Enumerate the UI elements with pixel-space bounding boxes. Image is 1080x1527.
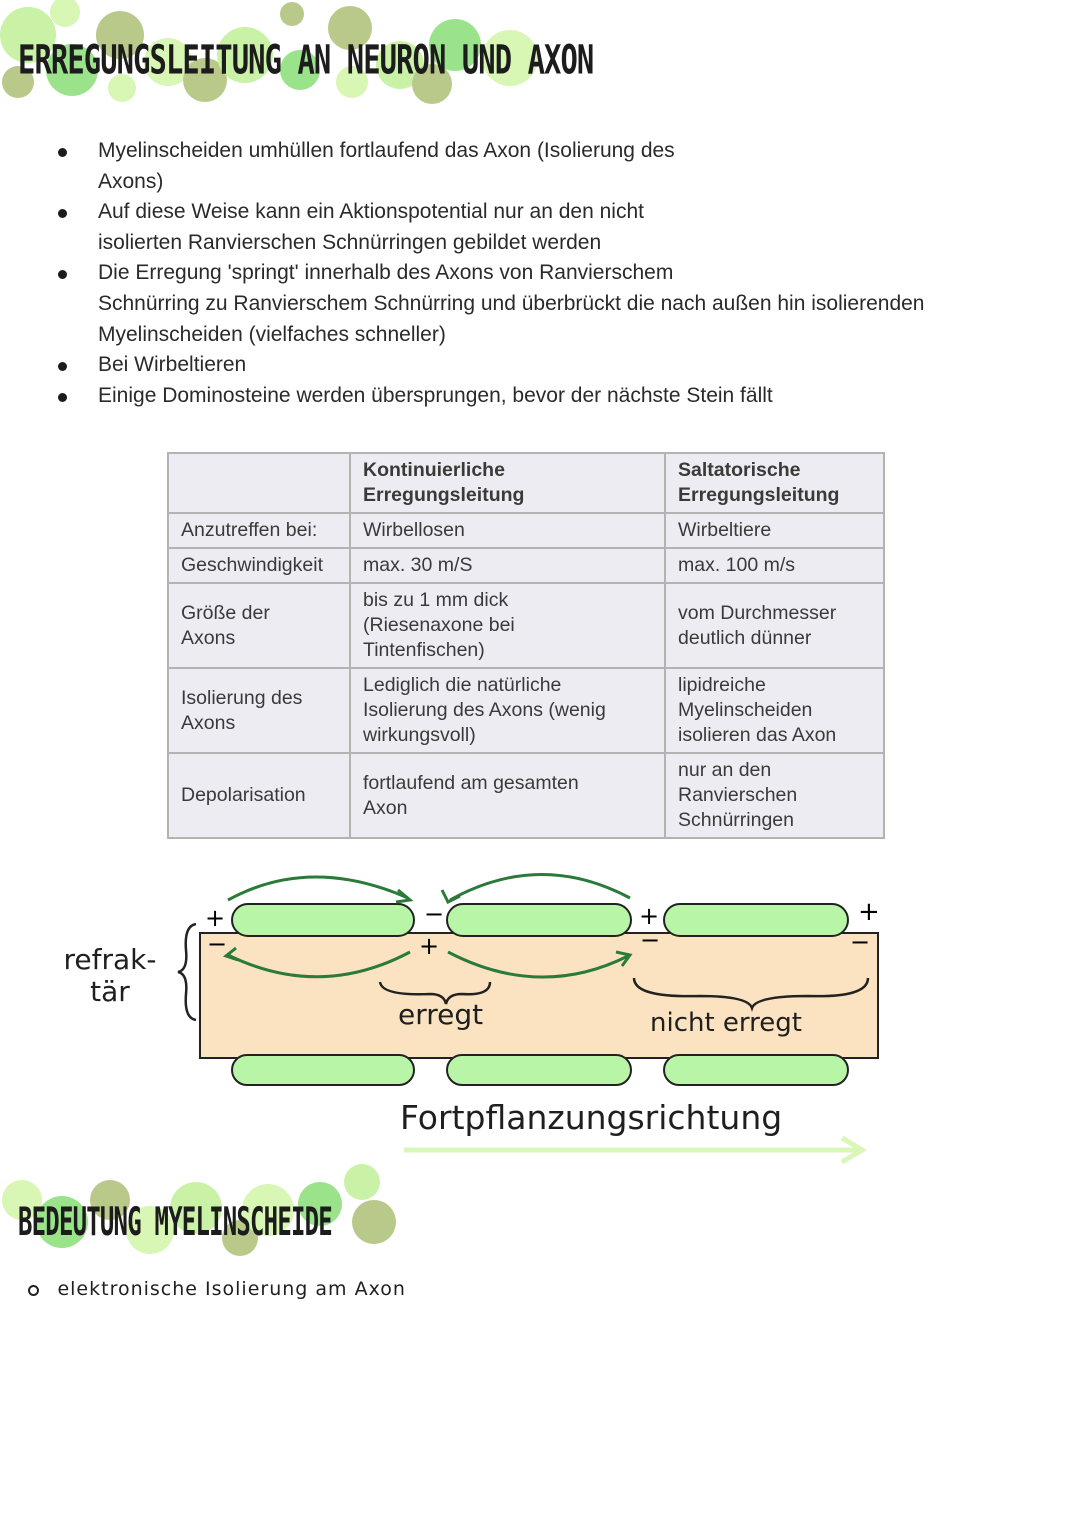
saltatory-conduction-diagram: + − − + + − + − <box>177 873 880 1165</box>
decorative-dots <box>0 0 538 104</box>
arrow-upper-2 <box>449 873 631 902</box>
bullet-text: Auf diese Weise kann ein Aktionspotentia… <box>98 200 644 254</box>
refractory-label: refrak-tär <box>63 943 157 1008</box>
table-header-cell <box>167 452 351 514</box>
bullet-circle <box>28 1285 39 1297</box>
page-title: ERREGUNGSLEITUNG AN NEURON UND AXON <box>18 36 594 84</box>
bullet-text: Myelinscheiden umhüllen fortlaufend das … <box>98 139 675 193</box>
bullet-text: Die Erregung 'springt' innerhalb des Axo… <box>98 261 925 346</box>
table-cell: Wirbeltiere <box>664 512 885 549</box>
sign-plus: + <box>639 902 659 930</box>
arrow-lower-1 <box>227 950 411 979</box>
bullet-item: Myelinscheiden umhüllen fortlaufend das … <box>58 136 1038 197</box>
bullet-item: Bei Wirbeltieren <box>58 350 1038 381</box>
bullet-dot <box>58 209 67 219</box>
not-excited-brace <box>632 977 870 1012</box>
excited-label: erregt <box>398 998 484 1031</box>
direction-label: Fortpflanzungsrichtung <box>400 1098 783 1137</box>
sign-plus: + <box>419 932 439 960</box>
bullet-dot <box>58 270 67 280</box>
heading-section-1-wrap: ERREGUNGSLEITUNG AN NEURON UND AXON <box>0 0 594 110</box>
sign-minus: − <box>850 928 870 956</box>
bullet-item: Auf diese Weise kann ein Aktionspotentia… <box>58 197 1038 258</box>
axon-body <box>199 932 879 1059</box>
bullet-text: Bei Wirbeltieren <box>98 353 247 377</box>
bullet-dot <box>58 148 67 157</box>
bullet-dot <box>58 362 67 372</box>
myelin-sheath <box>663 903 849 937</box>
bullet-dot <box>58 392 67 402</box>
section-2-bullet: elektronische Isolierung am Axon <box>28 1278 406 1300</box>
table-cell: Anzutreffen bei: <box>167 512 351 549</box>
table-cell: Geschwindigkeit <box>167 547 351 584</box>
table-cell: max. 30 m/S <box>349 547 666 584</box>
sign-plus: + <box>205 904 225 932</box>
bullet-item: Einige Dominosteine werden übersprungen,… <box>58 381 1038 412</box>
sign-minus: − <box>640 926 660 954</box>
arrow-lower-2 <box>447 950 629 979</box>
decorative-dots <box>2 1164 396 1256</box>
arrow-upper-1 <box>227 875 409 902</box>
bullet-text: Einige Dominosteine werden übersprungen,… <box>98 383 773 407</box>
heading-section-2-wrap: BEDEUTUNG MYELINSCHEIDE <box>0 1160 420 1270</box>
bullet-list: Myelinscheiden umhüllen fortlaufend das … <box>58 136 1038 411</box>
myelin-sheath <box>446 903 632 937</box>
myelin-sheath <box>446 1054 632 1086</box>
sign-plus: + <box>858 897 880 927</box>
not-excited-label: nicht erregt <box>650 1008 802 1038</box>
refractory-brace <box>177 922 197 1022</box>
myelin-sheath <box>231 903 415 937</box>
table-cell: Wirbellosen <box>349 512 666 549</box>
section-2-bullet-text: elektronische Isolierung am Axon <box>57 1278 406 1300</box>
bullet-item: Die Erregung 'springt' innerhalb des Axo… <box>58 258 1038 350</box>
section-2-title: BEDEUTUNG MYELINSCHEIDE <box>18 1200 333 1246</box>
myelin-sheath <box>231 1054 415 1086</box>
sign-minus: − <box>424 900 444 928</box>
excited-brace <box>378 981 492 1005</box>
table-cell: Depolarisation <box>167 752 351 839</box>
table-cell: max. 100 m/s <box>664 547 885 584</box>
sign-minus: − <box>207 930 227 958</box>
myelin-sheath <box>663 1054 849 1086</box>
